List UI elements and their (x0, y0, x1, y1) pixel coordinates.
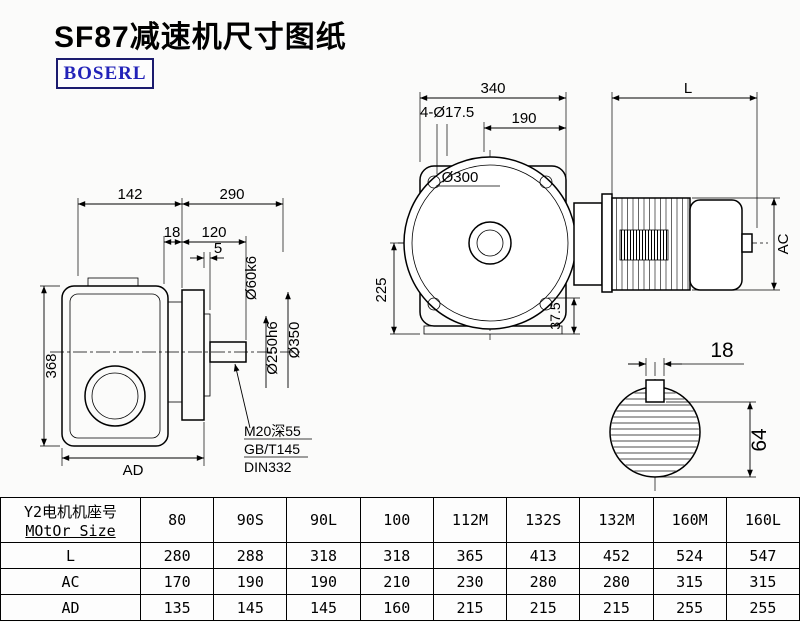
note-gbt145-label: GB/T145 (244, 441, 300, 457)
header-line2: MOtOr Size (25, 521, 116, 540)
value-cell: 315 (652, 568, 727, 595)
value-cell: 547 (725, 542, 800, 569)
gearbox-side-bore (84, 365, 146, 427)
dim-120-label: 120 (201, 224, 226, 241)
size-col-header: 90S (213, 497, 288, 543)
size-col-header: 100 (359, 497, 434, 543)
dim-142-label: 142 (117, 186, 142, 203)
value-cell: 170 (139, 568, 215, 595)
dim-d300-label: Ø300 (442, 169, 479, 186)
value-cell: 365 (432, 542, 508, 569)
output-flange (181, 289, 205, 421)
value-cell: 215 (432, 594, 508, 621)
dim-290-label: 290 (219, 186, 244, 203)
technical-drawing: 142 290 18 120 5 Ø60k6 Ø250h6 Ø350 (40, 80, 792, 492)
motor-stator (619, 229, 669, 261)
row-label: AC (0, 568, 141, 595)
shaft-section-detail: 18 64 (609, 339, 771, 492)
page-title: SF87减速机尺寸图纸 (54, 21, 347, 54)
dim-bolt-label: 4-Ø17.5 (420, 104, 474, 121)
value-cell: 215 (579, 594, 654, 621)
motor-adapter (573, 202, 603, 286)
front-view-drawing: 340 L 190 4-Ø17.5 Ø300 225 (373, 80, 792, 340)
side-view-drawing: 142 290 18 120 5 Ø60k6 Ø250h6 Ø350 (40, 186, 312, 479)
value-cell: 145 (213, 594, 288, 621)
size-col-header: 90L (286, 497, 361, 543)
value-cell: 255 (725, 594, 800, 621)
value-cell: 524 (652, 542, 727, 569)
motor-shaft-stub (741, 233, 753, 253)
dim-5-label: 5 (214, 240, 222, 257)
dim-340-label: 340 (480, 80, 505, 97)
boserl-logo: BOSERL (56, 58, 154, 89)
value-cell: 215 (506, 594, 581, 621)
value-cell: 315 (725, 568, 800, 595)
motor-flange (601, 193, 613, 293)
value-cell: 230 (432, 568, 508, 595)
value-cell: 288 (213, 542, 288, 569)
size-col-header: 80 (139, 497, 215, 543)
bolt-hole (427, 297, 441, 311)
value-cell: 280 (579, 568, 654, 595)
dim-d60-label: Ø60k6 (243, 256, 260, 300)
center-bore (468, 221, 512, 265)
motor-fan-cowl (689, 199, 743, 291)
dim-key18-label: 18 (710, 339, 733, 362)
table-row-AD: AD 135 145 145 160 215 215 215 255 255 (0, 594, 800, 621)
bolt-hole (539, 175, 553, 189)
value-cell: 255 (652, 594, 727, 621)
dim-L-label: L (684, 80, 692, 97)
dim-368-label: 368 (43, 353, 60, 378)
value-cell: 318 (359, 542, 434, 569)
value-cell: 452 (579, 542, 654, 569)
value-cell: 280 (506, 568, 581, 595)
dim-225-label: 225 (373, 277, 390, 302)
value-cell: 318 (286, 542, 361, 569)
size-col-header: 132M (579, 497, 654, 543)
dim-190-label: 190 (511, 110, 536, 127)
note-m20-label: M20深55 (244, 423, 301, 439)
note-din332-label: DIN332 (244, 459, 292, 475)
value-cell: 145 (286, 594, 361, 621)
bolt-hole (427, 175, 441, 189)
header-line1: Y2电机机座号 (23, 502, 118, 521)
boserl-logo-text: BOSERL (63, 62, 147, 84)
size-col-header: 160M (652, 497, 727, 543)
row-label: L (0, 542, 141, 569)
table-row-L: L 280 288 318 318 365 413 452 524 547 (0, 542, 800, 569)
dim-37-5-label: 37.5 (547, 302, 563, 329)
dim-64-label: 64 (748, 428, 771, 452)
bolt-hole (539, 297, 553, 311)
row-label: AD (0, 594, 141, 621)
value-cell: 210 (359, 568, 434, 595)
flange-spigot (203, 313, 211, 397)
output-shaft (209, 341, 247, 363)
dim-d250-label: Ø250h6 (264, 321, 281, 374)
dim-d350-label: Ø350 (286, 322, 303, 359)
table-header-cell: Y2电机机座号 MOtOr Size (0, 497, 141, 543)
value-cell: 190 (213, 568, 288, 595)
keyway (645, 379, 665, 403)
value-cell: 160 (359, 594, 434, 621)
gearbox-top-boss (87, 277, 139, 287)
size-col-header: 160L (725, 497, 800, 543)
size-col-header: 132S (506, 497, 581, 543)
dim-ad-label: AD (123, 462, 144, 479)
table-row-AC: AC 170 190 190 210 230 280 280 315 315 (0, 568, 800, 595)
value-cell: 135 (139, 594, 215, 621)
value-cell: 413 (506, 542, 581, 569)
size-col-header: 112M (432, 497, 508, 543)
value-cell: 190 (286, 568, 361, 595)
dimension-table: Y2电机机座号 MOtOr Size 80 90S 90L 100 112M 1… (0, 497, 800, 621)
dim-ac-label: AC (775, 233, 792, 254)
dimension-table-wrap: Y2电机机座号 MOtOr Size 80 90S 90L 100 112M 1… (0, 497, 800, 621)
value-cell: 280 (139, 542, 215, 569)
dim-18-label: 18 (164, 224, 181, 241)
